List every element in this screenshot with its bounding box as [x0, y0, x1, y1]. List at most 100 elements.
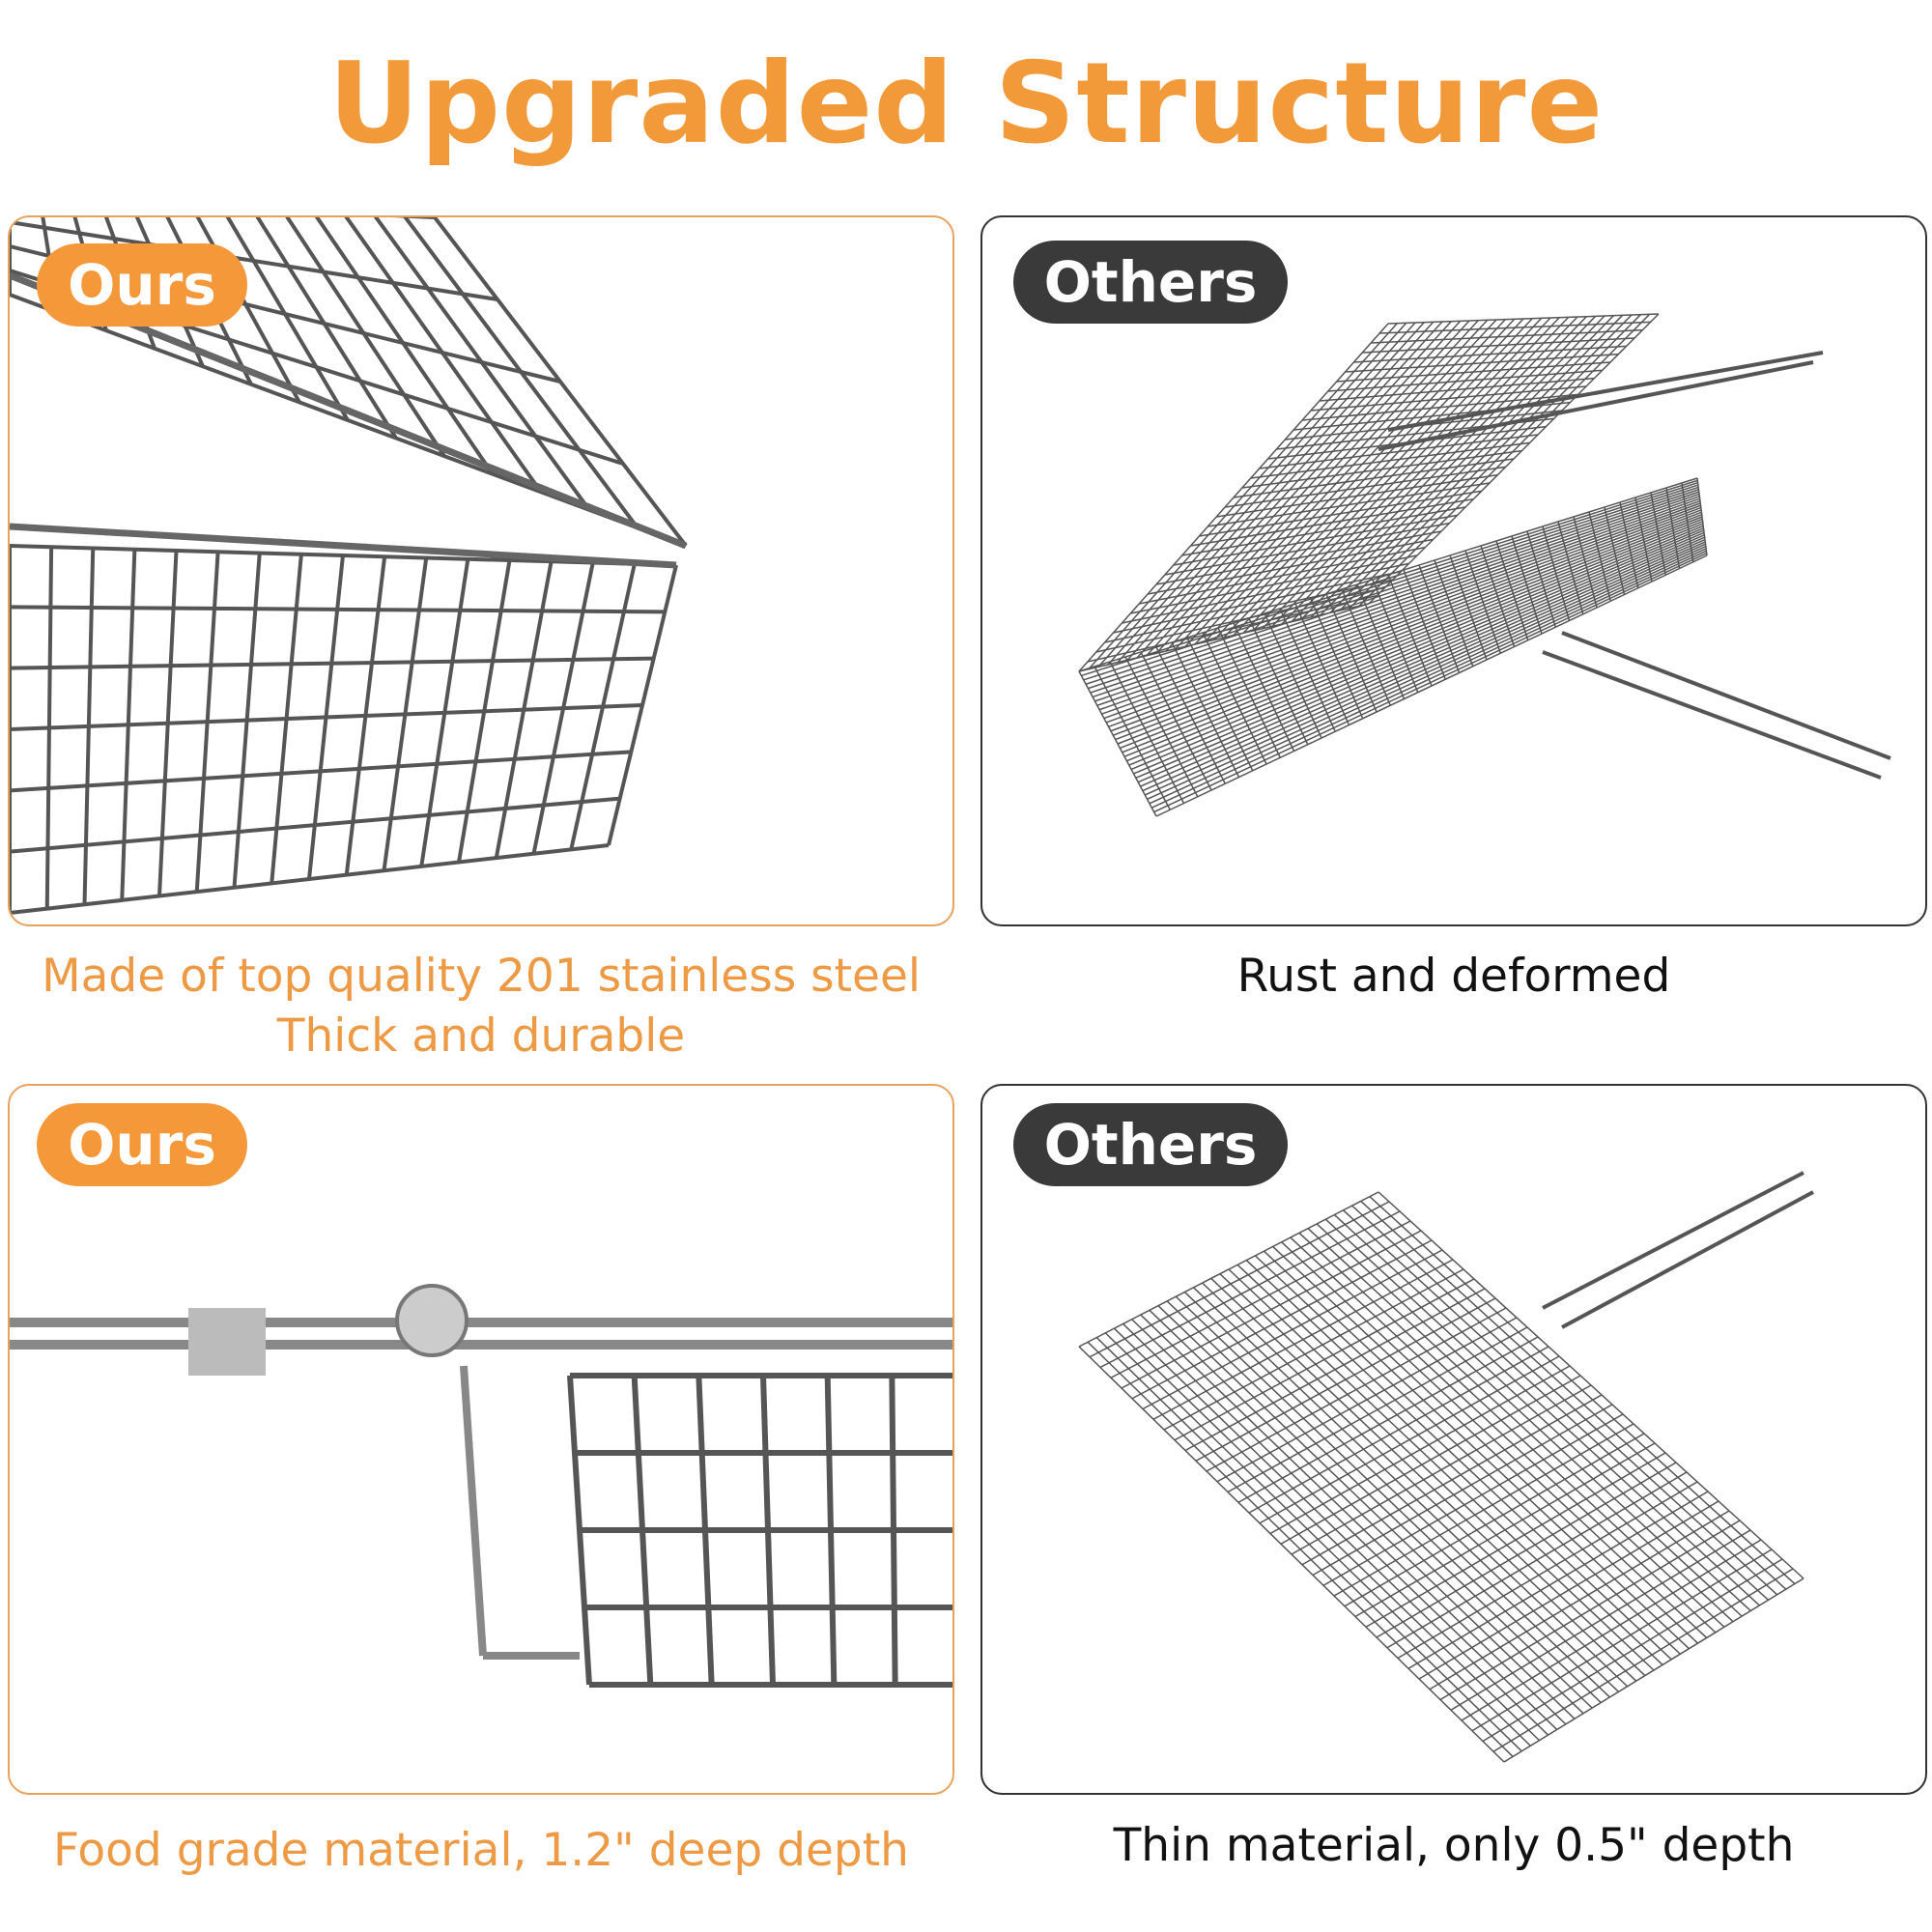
others-badge: Others — [1013, 1103, 1288, 1186]
wire — [1339, 314, 1633, 611]
wire — [1397, 1481, 1698, 1660]
wire — [1117, 322, 1425, 664]
wire — [1121, 1230, 1422, 1389]
wire — [1105, 504, 1701, 724]
wire — [1349, 314, 1641, 610]
wire — [10, 796, 620, 854]
wire — [1142, 1249, 1443, 1410]
wire — [1252, 317, 1551, 632]
wire — [1128, 527, 1704, 766]
wire — [1195, 1297, 1496, 1462]
wire — [1113, 511, 1702, 736]
wire — [1089, 1201, 1390, 1358]
wire — [1122, 521, 1703, 753]
wire — [1078, 323, 1389, 672]
wire — [1259, 1355, 1560, 1524]
wire — [1078, 1191, 1379, 1348]
wire — [1107, 322, 1416, 666]
others-panel-bottom: Others — [980, 1084, 1927, 1795]
wire — [1126, 525, 1704, 762]
wire — [1269, 1365, 1571, 1535]
ours-badge: Ours — [37, 243, 247, 327]
wire — [1144, 543, 1706, 796]
wire — [1310, 315, 1605, 618]
wire — [1354, 1442, 1656, 1618]
wire — [1223, 318, 1524, 639]
caption-line: Made of top quality 201 stainless steel — [42, 950, 921, 1003]
clip — [188, 1308, 266, 1376]
wire — [1227, 1326, 1528, 1493]
others-panel-top: Others — [980, 215, 1927, 926]
wire — [1281, 316, 1578, 625]
wire — [1098, 497, 1700, 711]
wire — [1301, 1394, 1603, 1566]
wire — [1097, 322, 1407, 668]
wire — [1101, 499, 1701, 715]
wire — [1140, 538, 1706, 787]
wire — [1123, 523, 1704, 757]
page-title: Upgraded Structure — [327, 39, 1605, 169]
wire — [1216, 1317, 1518, 1483]
wire — [1088, 323, 1398, 670]
wire — [1482, 1558, 1783, 1743]
wire — [1387, 351, 1824, 432]
wire — [1320, 315, 1614, 616]
others-grill-image-2 — [1078, 1171, 1814, 1763]
wire — [1461, 1539, 1762, 1721]
wire — [460, 1365, 487, 1657]
caption-line: Thin material, only 0.5" depth — [1113, 1819, 1795, 1872]
wire — [1368, 313, 1660, 605]
wire — [1149, 548, 1707, 805]
wire — [10, 656, 654, 670]
ours-caption-bottom: Food grade material, 1.2" deep depth — [8, 1821, 954, 1881]
wire — [1378, 360, 1814, 451]
others-grill-image — [1078, 313, 1891, 817]
wire — [1329, 314, 1624, 613]
wire — [1110, 1220, 1411, 1378]
wire — [10, 605, 666, 614]
ours-badge: Ours — [37, 1103, 247, 1186]
wire — [1503, 1577, 1804, 1763]
wire — [1561, 631, 1891, 760]
wire — [1120, 518, 1703, 750]
ours-caption-top: Made of top quality 201 stainless steel … — [8, 947, 954, 1066]
wire — [1081, 479, 1698, 677]
wire — [1094, 493, 1700, 702]
ours-basket-image — [10, 217, 688, 915]
wire — [1147, 545, 1707, 801]
wire — [1175, 320, 1479, 650]
wire — [1078, 477, 1698, 672]
wire — [1213, 318, 1516, 640]
wire — [1271, 316, 1570, 627]
wire — [1206, 1307, 1507, 1472]
wire — [1131, 1239, 1433, 1400]
wire — [1233, 318, 1533, 637]
wire — [1542, 650, 1882, 780]
wire — [1561, 1190, 1814, 1329]
wire — [255, 217, 398, 440]
wire — [1204, 319, 1506, 643]
caption-line: Thick and durable — [276, 1009, 686, 1063]
wire — [1358, 313, 1651, 607]
wire — [1407, 1491, 1709, 1669]
wire — [1429, 1510, 1730, 1690]
wire — [1471, 1548, 1773, 1732]
wire — [1291, 316, 1587, 623]
caption-line: Rust and deformed — [1236, 950, 1671, 1003]
wire — [1130, 529, 1705, 771]
wire — [1280, 1375, 1581, 1545]
wire — [1096, 496, 1700, 707]
wire — [1083, 481, 1698, 681]
wire — [1237, 1336, 1539, 1503]
wire — [10, 220, 498, 301]
wire — [1090, 489, 1699, 694]
wire — [1365, 1452, 1666, 1628]
wire — [1376, 1462, 1677, 1638]
wire — [1135, 534, 1705, 779]
wire — [1184, 1288, 1486, 1452]
wire — [1153, 552, 1708, 813]
wire — [1126, 321, 1435, 661]
ours-panel-top: Ours — [8, 215, 954, 926]
wire — [1092, 491, 1700, 698]
wire — [1291, 1384, 1592, 1555]
